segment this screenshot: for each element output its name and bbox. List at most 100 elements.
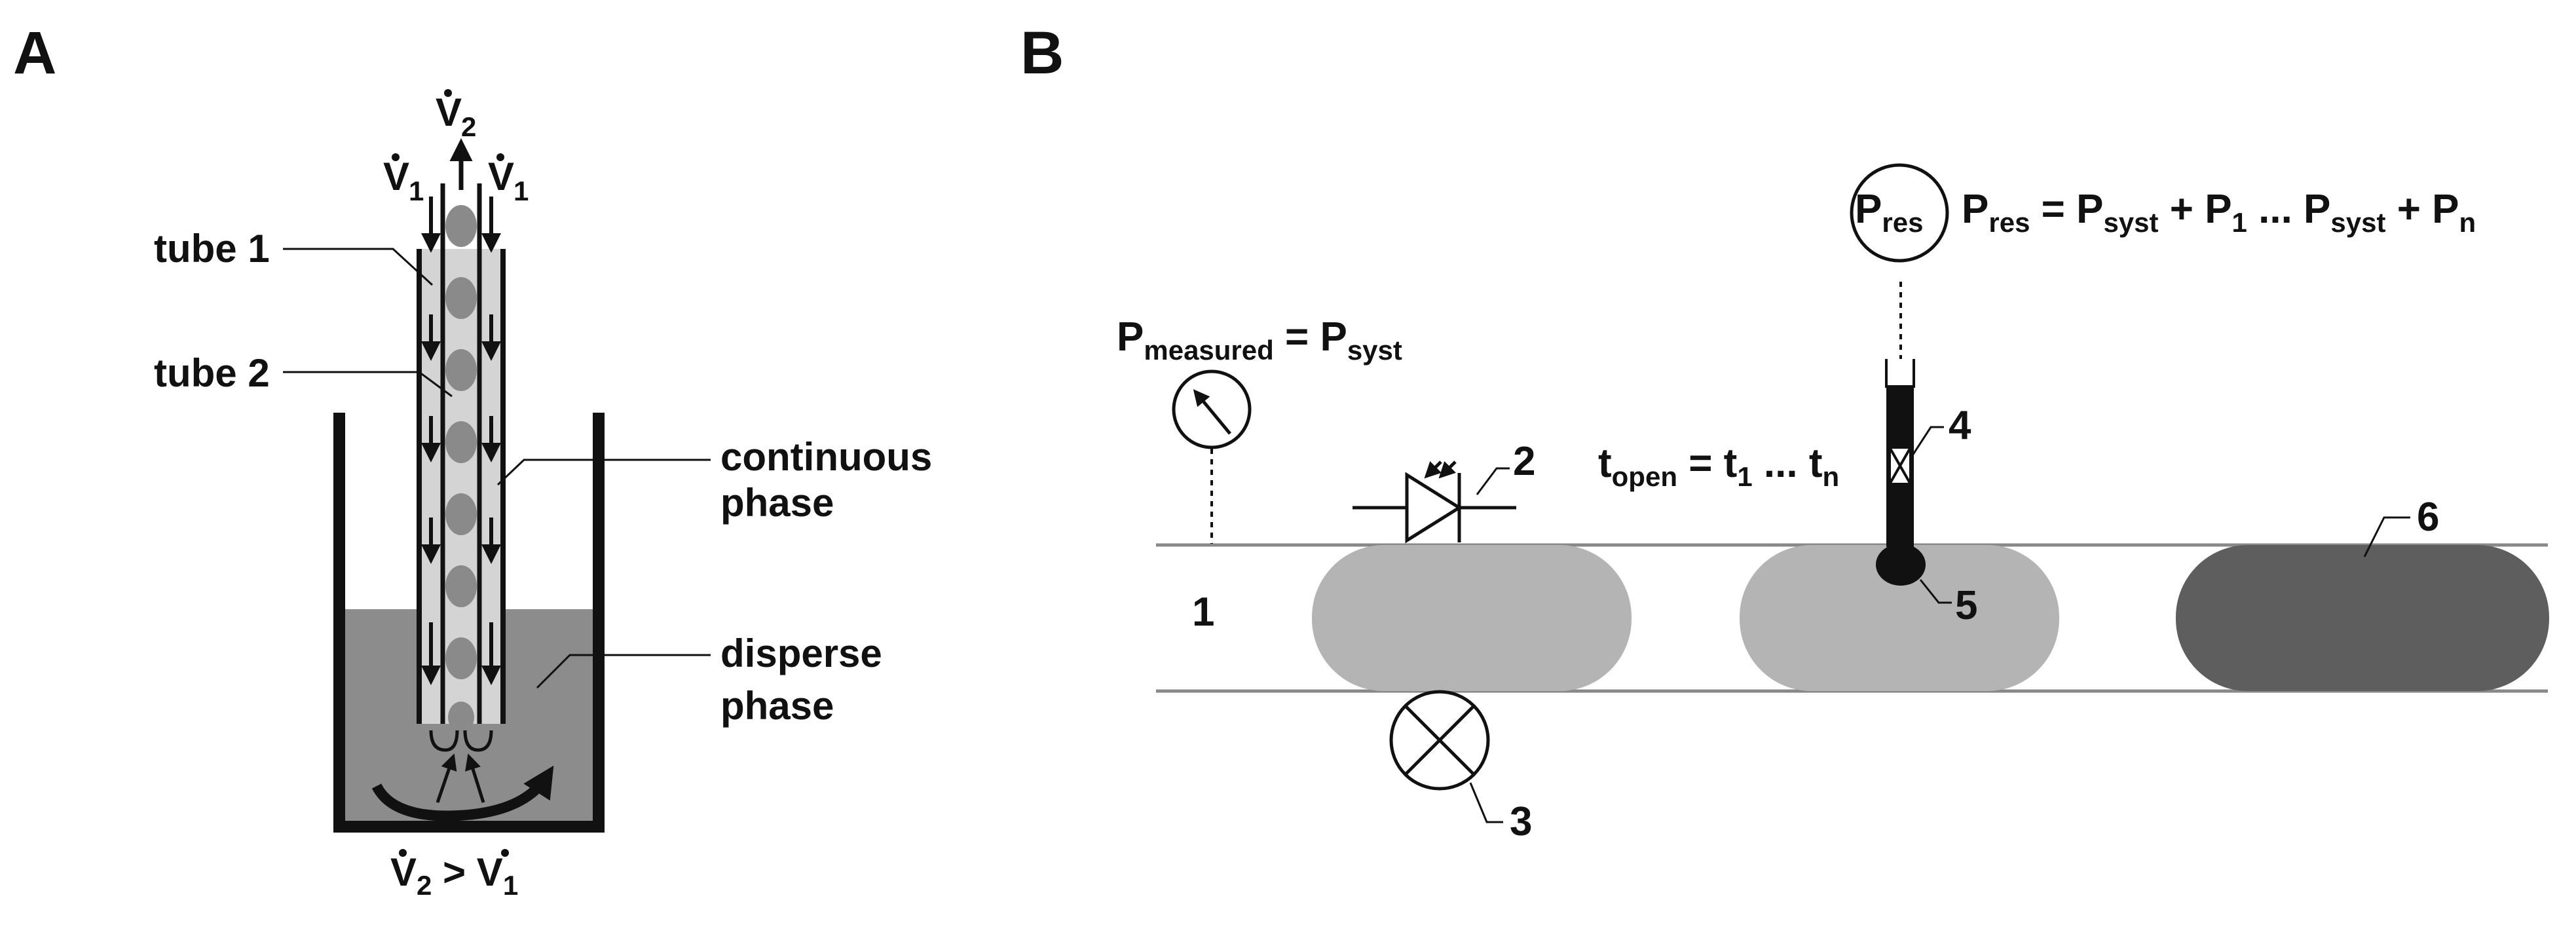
eq-p: P — [2205, 187, 2231, 232]
eq-sub: measured — [1144, 335, 1273, 366]
eq-sub: syst — [2103, 207, 2158, 238]
eq-op: + — [2385, 187, 2432, 232]
v1-right-subscript: 1 — [513, 176, 529, 206]
eq-sub: 1 — [1737, 461, 1752, 492]
injector-top — [1885, 359, 1915, 388]
turn-curl-left — [429, 730, 459, 752]
droplet — [445, 205, 477, 247]
eq-sub: syst — [1347, 335, 1402, 366]
eq-op: + — [2159, 187, 2205, 232]
eq-op: ... — [1753, 441, 1809, 486]
label-5: 5 — [1955, 583, 1977, 628]
diode-triangle — [1405, 472, 1463, 544]
label-2: 2 — [1513, 439, 1535, 484]
droplet — [445, 493, 477, 535]
droplet-plug-1 — [1312, 545, 1632, 691]
eq-t: t — [1598, 441, 1612, 486]
injected-droplet — [1876, 544, 1926, 586]
gauge-needle — [1193, 389, 1231, 435]
v1-left-symbol: V — [383, 155, 409, 198]
panel-a-label: A — [13, 20, 56, 86]
dot-accent — [501, 849, 509, 857]
suction-arrow-left — [436, 753, 457, 803]
leader-2 — [1476, 467, 1510, 495]
light-arrow — [1438, 461, 1457, 479]
leader-lines-b — [1469, 426, 2410, 823]
dot-accent — [444, 89, 452, 97]
disperse-label: disperse — [720, 631, 882, 675]
sensor-sub: res — [1882, 207, 1923, 238]
droplet — [445, 565, 477, 607]
disperse-label-2: phase — [720, 684, 834, 728]
cond-op: > — [432, 850, 476, 894]
leader-5 — [1919, 579, 1952, 604]
pressure-sensor-icon — [1850, 163, 1949, 263]
cond-v2: V — [390, 850, 417, 894]
sensor-label: Pres — [1855, 187, 1923, 238]
v2-symbol: V — [436, 90, 462, 134]
panel-a: A — [13, 20, 932, 901]
disperse-leader — [536, 654, 711, 689]
light-source-icon — [1389, 690, 1490, 791]
eq-sub: open — [1612, 461, 1677, 492]
pressure-equation: Pres = Psyst + P1 ... Psyst + Pn — [1962, 187, 2476, 238]
tube1-label: tube 1 — [154, 227, 270, 271]
eq-t: t — [1809, 441, 1823, 486]
light-arrow — [1424, 461, 1442, 479]
v1-left-subscript: 1 — [409, 176, 424, 206]
eq-p: P — [2076, 187, 2103, 232]
eq-op: = — [1677, 441, 1724, 486]
turn-curl-right — [463, 730, 493, 752]
panel-b-label: B — [1020, 20, 1064, 86]
leader-3 — [1469, 782, 1503, 823]
v2-subscript: 2 — [461, 111, 476, 142]
leader-4 — [1911, 426, 1944, 456]
cond-v1: V — [477, 850, 503, 894]
v1-right-label: V 1 — [488, 153, 529, 206]
stirring-arrow — [371, 765, 554, 821]
leader-lines-a — [283, 248, 711, 689]
photodiode-icon — [1353, 461, 1516, 544]
eq-p: P — [2432, 187, 2459, 232]
continuous-leader — [496, 459, 711, 486]
eq-p: P — [1962, 187, 1988, 232]
eq-p: P — [1320, 314, 1347, 360]
droplet — [445, 637, 477, 679]
droplet — [445, 349, 477, 391]
sensor-p: P — [1855, 187, 1882, 232]
droplet-plug-2 — [1740, 545, 2059, 691]
eq-sub: n — [2459, 207, 2476, 238]
condition-label: V2 > V1 — [390, 850, 518, 901]
tube2-label: tube 2 — [154, 351, 270, 395]
lamp-cross — [1404, 705, 1475, 776]
droplet — [445, 421, 477, 463]
label-3: 3 — [1510, 799, 1532, 844]
v2-label: V 2 — [436, 89, 476, 142]
panel-b: B — [1020, 20, 2549, 844]
dot-accent — [399, 849, 407, 857]
eq-op: ... — [2247, 187, 2304, 232]
eq-p: P — [1117, 314, 1144, 360]
eq-sub: res — [1988, 207, 2030, 238]
label-4: 4 — [1949, 403, 1971, 448]
label-6: 6 — [2417, 495, 2439, 540]
tube1-leader — [283, 248, 434, 286]
leader-6 — [2363, 516, 2410, 557]
eq-sub: syst — [2330, 207, 2385, 238]
inflow-arrows — [421, 197, 501, 685]
eq-t: t — [1724, 441, 1738, 486]
eq-sub: 1 — [2232, 207, 2247, 238]
dot-accent — [496, 153, 504, 161]
droplet — [448, 702, 474, 733]
valve-cross — [1888, 447, 1912, 485]
measured-equation: Pmeasured = Psyst — [1117, 314, 1402, 366]
v1-left-label: V 1 — [383, 153, 424, 206]
v1-right-symbol: V — [488, 155, 514, 198]
cond-v1-sub: 1 — [503, 870, 518, 901]
continuous-label-2: phase — [720, 481, 834, 525]
suction-arrow-right — [465, 753, 485, 803]
label-1: 1 — [1192, 590, 1214, 635]
eq-p: P — [2304, 187, 2330, 232]
beaker — [333, 413, 605, 833]
